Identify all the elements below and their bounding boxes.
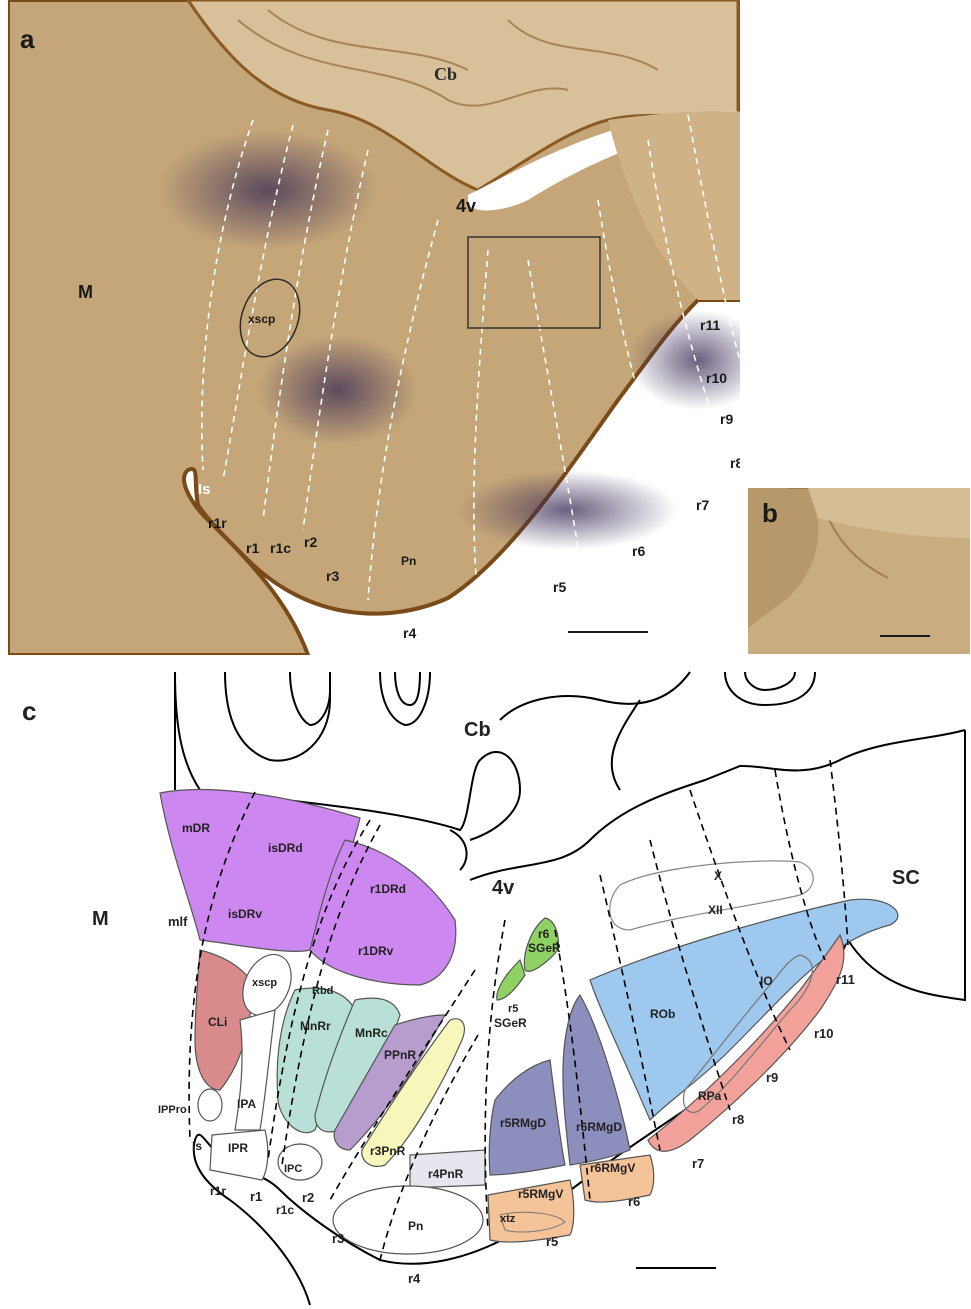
label-io: IO (760, 974, 773, 988)
label-r1drv: r1DRv (358, 944, 394, 958)
label-ipa: IPA (237, 1097, 256, 1111)
label-cli: CLi (208, 1015, 227, 1029)
label-rpa: RPa (698, 1089, 722, 1103)
label-r4-a: r4 (403, 625, 416, 641)
label-rob: ROb (650, 1007, 675, 1021)
label-r2-a: r2 (304, 534, 317, 550)
label-r2-c: r2 (302, 1190, 314, 1205)
label-cb-c: Cb (464, 719, 491, 741)
label-r6-sger-r6: r6 (538, 927, 550, 941)
label-pn-a: Pn (401, 554, 416, 568)
label-mlf-c: mlf (168, 914, 188, 929)
label-xscp-c: xscp (252, 977, 277, 989)
label-r3pnr: r3PnR (370, 1144, 406, 1158)
label-r4-c: r4 (408, 1271, 421, 1286)
panel-c-schematic: c Cb M SC 4v mlf mDR isDRd isDRv r1DRd r… (0, 660, 971, 1309)
label-r6-c: r6 (628, 1194, 640, 1209)
nucleus-ipa (235, 1010, 275, 1130)
label-r6rmgv: r6RMgV (590, 1161, 635, 1175)
label-sger-r6: SGeR (528, 941, 561, 955)
label-r10-c: r10 (814, 1026, 834, 1041)
label-ipr: IPR (228, 1141, 248, 1155)
label-isdrv: isDRv (228, 907, 262, 921)
label-4v-a: 4v (456, 196, 476, 216)
label-r4pnr: r4PnR (428, 1167, 464, 1181)
label-sger-r5: SGeR (494, 1016, 527, 1030)
label-xtz: xtz (500, 1213, 516, 1225)
label-r5rmgd: r5RMgD (500, 1116, 546, 1130)
label-r7-a: r7 (696, 497, 709, 513)
label-r1c-c: r1c (276, 1203, 294, 1217)
label-ppnr: PPnR (384, 1048, 416, 1062)
nucleus-ipr (210, 1130, 268, 1180)
label-r8-c: r8 (732, 1112, 744, 1127)
label-r11-a: r11 (700, 317, 720, 333)
label-m-a: M (78, 282, 93, 302)
label-4v-c: 4v (492, 877, 515, 899)
label-r8-a: r8 (730, 455, 740, 471)
label-r3-a: r3 (326, 568, 339, 584)
nucleus-ippro (198, 1089, 222, 1121)
label-is-a: Is (198, 481, 211, 498)
label-r5rmgv: r5RMgV (518, 1187, 563, 1201)
label-mdr: mDR (182, 821, 210, 835)
label-r5-sger: r5 (508, 1003, 518, 1015)
label-r1-c: r1 (250, 1189, 262, 1204)
label-r1c-a: r1c (270, 540, 291, 556)
label-r9-a: r9 (720, 411, 733, 427)
label-is-c: Is (192, 1139, 202, 1153)
label-r10-a: r10 (706, 370, 727, 386)
label-xscp-a: xscp (248, 312, 275, 326)
nucleus-sger-r5 (497, 960, 525, 1000)
label-rbd: Rbd (312, 985, 333, 997)
label-sc-c: SC (892, 867, 920, 889)
label-x: X (714, 869, 722, 883)
label-xii: XII (708, 903, 723, 917)
label-r6-a: r6 (632, 543, 645, 559)
label-r11-c: r11 (836, 972, 855, 987)
label-r9-c: r9 (766, 1070, 778, 1085)
label-r6rmgd: r6RMgD (576, 1120, 622, 1134)
label-mnrc: MnRc (355, 1026, 388, 1040)
label-r5-a: r5 (553, 579, 566, 595)
label-ipc: IPC (284, 1163, 302, 1175)
label-r5-c: r5 (546, 1234, 558, 1249)
label-mnrr: MnRr (300, 1019, 331, 1033)
panel-letter-b: b (762, 498, 778, 528)
label-r1r-c: r1r (210, 1184, 226, 1198)
label-m-c: M (92, 908, 109, 930)
label-pn-c: Pn (408, 1219, 423, 1233)
panel-b-inset: b (748, 488, 970, 654)
panel-letter-a: a (20, 24, 35, 54)
label-ippro: IPPro (158, 1104, 187, 1116)
panel-a-photomicrograph: a Cb M SC 4v xscp Is r1r r1 r1c r2 r3 Pn… (8, 0, 740, 655)
label-isdrd: isDRd (268, 841, 303, 855)
label-r1drd: r1DRd (370, 882, 406, 896)
panel-letter-c: c (22, 696, 36, 726)
label-r7-c: r7 (692, 1156, 704, 1171)
label-r1-a: r1 (246, 540, 259, 556)
label-r3-c: r3 (332, 1231, 344, 1246)
label-cb-a: Cb (434, 64, 457, 84)
label-r1r-a: r1r (208, 515, 227, 531)
